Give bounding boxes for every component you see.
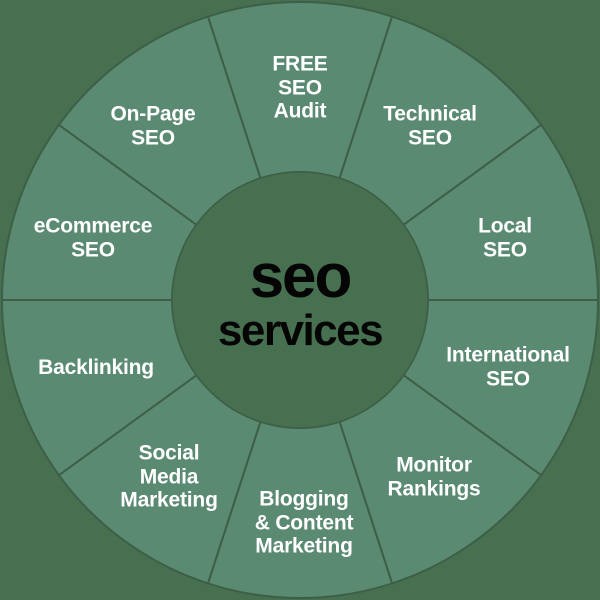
segment-label-monitor-rankings: Monitor Rankings [387, 453, 481, 500]
hub-title: seo [249, 242, 353, 312]
segment-label-backlinking: Backlinking [38, 356, 154, 380]
segment-label-social-media: Social Media Marketing [120, 441, 218, 512]
segment-label-ecommerce-seo: eCommerce SEO [33, 214, 153, 261]
segment-label-local-seo: Local SEO [478, 214, 532, 261]
segment-label-on-page-seo: On-Page SEO [110, 102, 196, 149]
hub-subtitle: services [217, 305, 384, 355]
hub-circle [171, 171, 429, 429]
segment-label-international-seo: International SEO [446, 343, 570, 390]
segment-label-technical-seo: Technical SEO [383, 102, 477, 149]
segment-label-free-seo-audit: FREE SEO Audit [272, 52, 328, 123]
segment-label-blogging-content: Blogging & Content Marketing [254, 487, 354, 558]
hub-text-block: seo services [175, 242, 425, 355]
